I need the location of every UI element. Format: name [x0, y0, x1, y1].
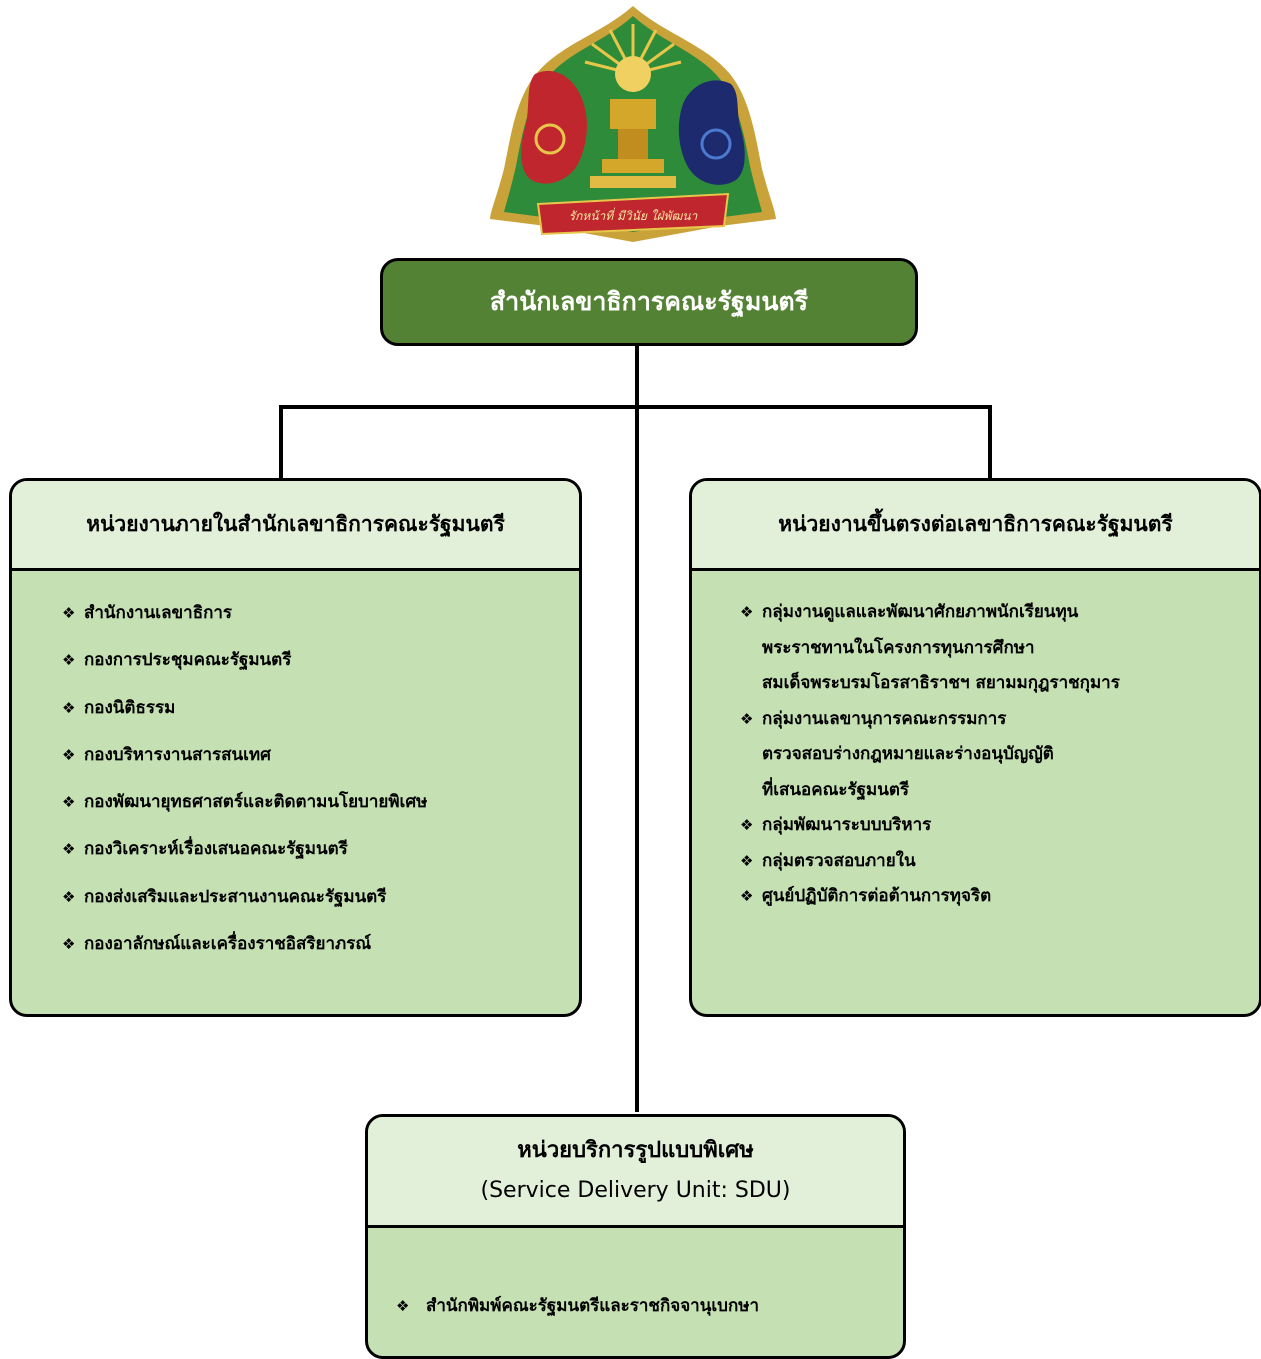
list-item: ❖สำนักงานเลขาธิการ [62, 603, 233, 623]
direct-units-title: หน่วยงานขึ้นตรงต่อเลขาธิการคณะรัฐมนตรี [778, 512, 1173, 536]
bullet-icon: ❖ [62, 887, 76, 906]
cabinet-secretariat-emblem: รักหน้าที่ มีวินัย ใฝ่พัฒนา [490, 6, 776, 242]
sdu-box: หน่วยบริการรูปแบบพิเศษ (Service Delivery… [365, 1114, 906, 1359]
list-item: ❖กลุ่มงานดูแลและพัฒนาศักยภาพนักเรียนทุน … [740, 595, 1259, 702]
sdu-subtitle: (Service Delivery Unit: SDU) [480, 1178, 791, 1203]
list-item: ❖กองพัฒนายุทธศาสตร์และติดตามนโยบายพิเศษ [62, 792, 428, 813]
list-item: ❖ศูนย์ปฏิบัติการต่อต้านการทุจริต [740, 879, 1259, 915]
bullet-icon: ❖ [740, 887, 754, 905]
bullet-icon: ❖ [62, 604, 76, 622]
root-title: สำนักเลขาธิการคณะรัฐมนตรี [489, 287, 809, 316]
connector-left-down [279, 405, 283, 480]
connector-right-down [988, 405, 992, 480]
connector-root-down [635, 344, 639, 1112]
list-item: ❖กองนิติธรรม [62, 697, 176, 718]
bullet-icon: ❖ [740, 851, 754, 870]
bullet-icon: ❖ [740, 816, 754, 834]
direct-units-box: หน่วยงานขึ้นตรงต่อเลขาธิการคณะรัฐมนตรี ❖… [689, 478, 1261, 1017]
internal-units-title: หน่วยงานภายในสำนักเลขาธิการคณะรัฐมนตรี [86, 512, 505, 536]
direct-units-header: หน่วยงานขึ้นตรงต่อเลขาธิการคณะรัฐมนตรี [692, 481, 1259, 571]
internal-units-header: หน่วยงานภายในสำนักเลขาธิการคณะรัฐมนตรี [12, 481, 579, 571]
list-item: ❖กลุ่มงานเลขานุการคณะกรรมการ ตรวจสอบร่าง… [740, 702, 1259, 809]
list-item: ❖กลุ่มพัฒนาระบบบริหาร [740, 808, 1259, 844]
root-node: สำนักเลขาธิการคณะรัฐมนตรี [380, 258, 918, 346]
bullet-icon: ❖ [740, 603, 754, 621]
connector-horizontal [279, 405, 992, 409]
bullet-icon: ❖ [62, 698, 76, 717]
list-item: ❖กองการประชุมคณะรัฐมนตรี [62, 650, 292, 671]
emblem-ribbon-text: รักหน้าที่ มีวินัย ใฝ่พัฒนา [569, 207, 699, 223]
list-item: ❖กองวิเคราะห์เรื่องเสนอคณะรัฐมนตรี [62, 839, 348, 860]
internal-units-box: หน่วยงานภายในสำนักเลขาธิการคณะรัฐมนตรี ❖… [9, 478, 582, 1017]
bullet-icon: ❖ [62, 935, 76, 954]
list-item: ❖กองบริหารงานสารสนเทศ [62, 744, 271, 765]
list-item: ❖กลุ่มตรวจสอบภายใน [740, 844, 1259, 880]
bullet-icon: ❖ [396, 1297, 410, 1315]
sdu-title: หน่วยบริการรูปแบบพิเศษ [517, 1138, 754, 1163]
list-item: ❖กองอาลักษณ์และเครื่องราชอิสริยาภรณ์ [62, 934, 372, 955]
bullet-icon: ❖ [62, 745, 76, 764]
list-item: ❖กองส่งเสริมและประสานงานคณะรัฐมนตรี [62, 886, 387, 907]
bullet-icon: ❖ [62, 651, 76, 670]
bullet-icon: ❖ [62, 793, 76, 812]
bullet-icon: ❖ [740, 709, 754, 728]
list-item: ❖สำนักพิมพ์คณะรัฐมนตรีและราชกิจจานุเบกษา [396, 1296, 759, 1316]
sdu-header: หน่วยบริการรูปแบบพิเศษ (Service Delivery… [368, 1117, 903, 1228]
bullet-icon: ❖ [62, 840, 76, 859]
